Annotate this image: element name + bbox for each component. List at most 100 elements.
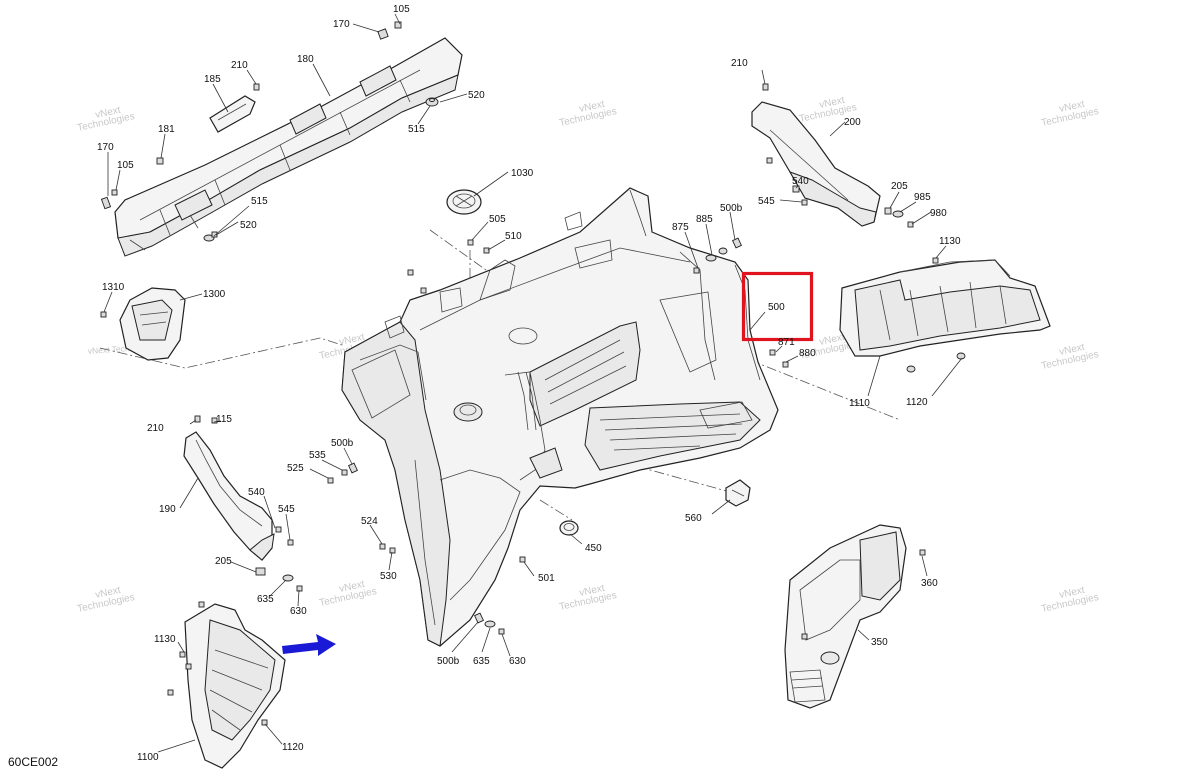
callout-360: 360 <box>921 578 938 589</box>
callout-105: 105 <box>117 160 134 171</box>
callout-500b: 500b <box>720 203 743 214</box>
svg-text:vNext: vNext <box>338 579 366 595</box>
callout-530: 530 <box>380 571 397 582</box>
callout-205: 205 <box>215 556 232 567</box>
callout-185: 185 <box>204 74 221 85</box>
callout-540: 540 <box>792 176 809 187</box>
callout-200: 200 <box>844 117 861 128</box>
callout-1120: 1120 <box>282 742 304 753</box>
callout-190: 190 <box>159 504 176 515</box>
callout-500: 500 <box>768 302 785 313</box>
callout-635: 635 <box>257 594 274 605</box>
callout-505: 505 <box>489 214 506 225</box>
callout-535: 535 <box>309 450 326 461</box>
duct-1300 <box>119 287 186 361</box>
fasteners-top-right <box>762 83 914 228</box>
panel-350 <box>784 524 907 709</box>
fasteners-scoop-1100 <box>167 601 268 726</box>
upper-rail-180 <box>114 37 463 257</box>
callout-880: 880 <box>799 348 816 359</box>
callout-985: 985 <box>914 192 931 203</box>
callout-210: 210 <box>731 58 748 69</box>
callout-540: 540 <box>248 487 265 498</box>
callout-210: 210 <box>231 60 248 71</box>
callout-545: 545 <box>278 504 295 515</box>
callout-980: 980 <box>930 208 947 219</box>
callout-501: 501 <box>538 573 555 584</box>
callout-524: 524 <box>361 516 378 527</box>
callout-520: 520 <box>468 90 485 101</box>
bracket-200 <box>751 101 881 227</box>
scoop-1110 <box>839 259 1051 357</box>
callout-515: 515 <box>251 196 268 207</box>
callout-1110: 1110 <box>849 398 870 409</box>
callout-180: 180 <box>297 54 314 65</box>
fasteners-top-left <box>100 21 439 242</box>
svg-text:vNext: vNext <box>1058 99 1086 115</box>
callout-500b: 500b <box>437 656 460 667</box>
main-side-panel <box>341 187 779 647</box>
callout-1300: 1300 <box>203 289 226 300</box>
callout-170: 170 <box>333 19 350 30</box>
diagram-code: 60CE002 <box>8 755 58 769</box>
callout-1120: 1120 <box>906 397 928 408</box>
callout-labels: 105 170 210 180 185 520 515 181 170 105 … <box>97 4 961 763</box>
callout-1130: 1130 <box>154 634 176 645</box>
callout-630: 630 <box>290 606 307 617</box>
bracket-190 <box>183 431 275 561</box>
callout-350: 350 <box>871 637 888 648</box>
latch-560 <box>725 479 751 507</box>
callout-500b: 500b <box>331 438 354 449</box>
svg-text:vNext: vNext <box>94 585 122 601</box>
callout-545: 545 <box>758 196 775 207</box>
fastener-1310 <box>100 311 107 318</box>
callout-525: 525 <box>287 463 304 474</box>
callout-450: 450 <box>585 543 602 554</box>
callout-1310: 1310 <box>102 282 125 293</box>
svg-text:vNext: vNext <box>1058 585 1086 601</box>
cap-1030 <box>446 189 482 215</box>
callout-560: 560 <box>685 513 702 524</box>
svg-text:vNext: vNext <box>94 105 122 121</box>
callout-630: 630 <box>509 656 526 667</box>
bracket-185 <box>209 95 256 133</box>
callout-520: 520 <box>240 220 257 231</box>
callout-1030: 1030 <box>511 168 534 179</box>
callout-170: 170 <box>97 142 114 153</box>
callout-210: 210 <box>147 423 164 434</box>
direction-arrow <box>282 634 336 656</box>
callout-871: 871 <box>778 337 795 348</box>
callout-205: 205 <box>891 181 908 192</box>
svg-text:vNext: vNext <box>1058 342 1086 358</box>
highlight-box-500 <box>741 271 814 342</box>
callout-1130: 1130 <box>939 236 961 247</box>
callout-635: 635 <box>473 656 490 667</box>
callout-1100: 1100 <box>137 752 159 763</box>
callout-875: 875 <box>672 222 689 233</box>
svg-text:vNext: vNext <box>578 99 606 115</box>
scoop-1100 <box>184 603 286 769</box>
callout-181: 181 <box>158 124 175 135</box>
leader-lines <box>103 13 963 753</box>
callout-510: 510 <box>505 231 522 242</box>
fasteners-bracket-190 <box>194 415 303 592</box>
svg-text:vNext: vNext <box>578 583 606 599</box>
fasteners-panel-350 <box>801 549 926 640</box>
callout-885: 885 <box>696 214 713 225</box>
fasteners-center <box>327 237 789 635</box>
fasteners-right-scoop <box>906 257 966 373</box>
svg-text:vNext: vNext <box>818 95 846 111</box>
grommet-450 <box>559 520 579 536</box>
callout-105: 105 <box>393 4 410 15</box>
svg-text:vNext: vNext <box>818 332 846 348</box>
